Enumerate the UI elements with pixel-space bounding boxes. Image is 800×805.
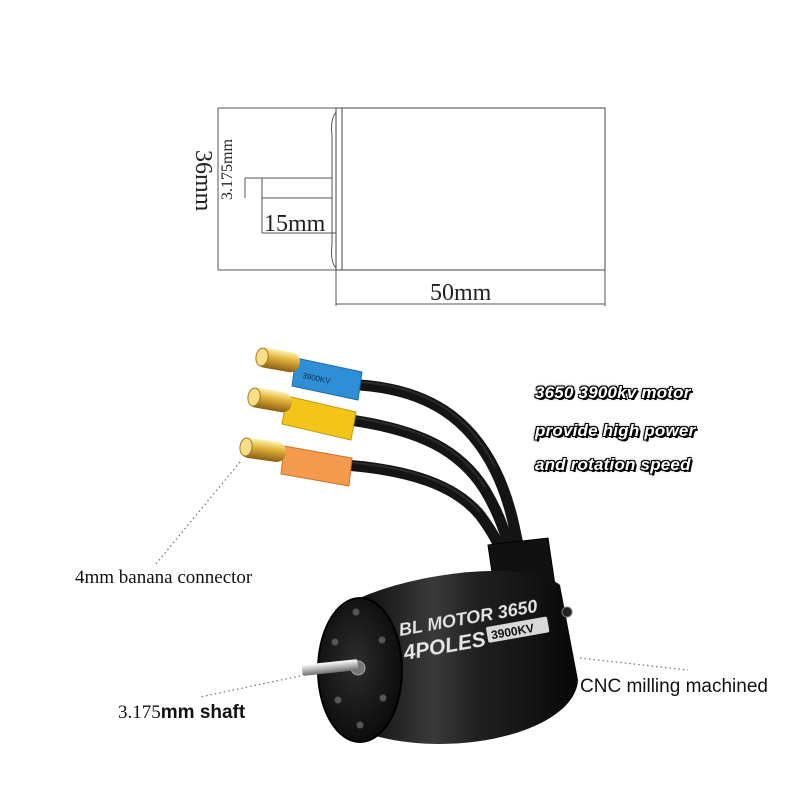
wire-blue (354, 379, 526, 561)
motor-front-bevel (331, 111, 337, 269)
shaft-callout: 3.175mm shaft (118, 702, 245, 724)
sleeve-orange (280, 445, 353, 487)
shaft-callout-prefix: 3.175 (118, 702, 161, 723)
mount-holes (331, 608, 387, 729)
height-dim-label: 36mm (190, 150, 216, 212)
motor-body-outline (335, 107, 606, 271)
shaft-length-dim-label: 15mm (264, 211, 326, 237)
can-screw (561, 606, 573, 618)
banana-connector-2 (247, 387, 292, 413)
banana-connector-callout: 4mm banana connector (75, 567, 253, 588)
shaft-callout-line (199, 675, 301, 698)
body-length-dim-label: 50mm (430, 280, 492, 306)
wire-bundle (339, 379, 526, 571)
banana-callout-line (154, 461, 241, 566)
motor-illustration: 3900KV (239, 347, 578, 744)
promo-line-2: provide high power (535, 421, 696, 440)
banana-connector-3 (239, 437, 287, 462)
promo-line-3: and rotation speed (535, 455, 691, 474)
shaft-callout-suffix: mm shaft (160, 702, 246, 723)
sleeve-blue: 3900KV (291, 357, 363, 401)
promo-line-1: 3650 3900kv motor (535, 383, 691, 402)
cnc-callout: CNC milling machined (580, 676, 768, 697)
dimension-drawing (217, 107, 606, 306)
motor-shaft (301, 659, 359, 676)
banana-connector-1 (255, 347, 300, 373)
cnc-callout-line (579, 657, 689, 671)
motor-can (355, 570, 578, 744)
callout-lines (154, 461, 689, 698)
shaft-diameter-dim-label: 3.175mm (219, 139, 236, 200)
wire-yellow (344, 414, 518, 566)
sleeve-yellow (281, 395, 357, 441)
